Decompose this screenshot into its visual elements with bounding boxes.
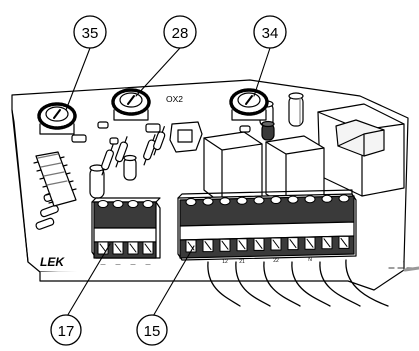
brand-logo: LEK	[40, 255, 65, 269]
large-screw	[202, 197, 214, 206]
potentiometer-right	[229, 88, 269, 121]
callout-17-label: 17	[58, 323, 75, 340]
small-terminal-label: —	[101, 262, 106, 268]
callout-15: 15	[136, 314, 168, 346]
callout-15-label: 15	[144, 323, 161, 340]
terminal-small-slots	[97, 241, 154, 255]
terminal-large-slots	[185, 235, 350, 253]
large-slot-mark	[289, 239, 297, 249]
large-slot-mark	[255, 239, 263, 249]
small-screw	[112, 200, 124, 208]
large-screw	[304, 195, 316, 204]
large-screw	[253, 196, 265, 205]
large-slot-mark	[340, 237, 348, 247]
large-screw	[236, 196, 248, 205]
large-screw	[185, 198, 197, 206]
small-slot-mark	[114, 243, 122, 253]
large-terminal-label: 21	[239, 259, 245, 265]
small-components	[71, 121, 251, 145]
small-screw	[127, 200, 139, 208]
ic-chip	[33, 151, 77, 207]
large-screw	[338, 194, 350, 203]
terminal-large-labels: 12 21 22 N	[222, 257, 312, 265]
large-screw	[219, 197, 231, 206]
large-slot-mark	[272, 239, 280, 249]
leader-lines	[65, 47, 271, 319]
large-terminal-label: 12	[222, 259, 228, 265]
potentiometer-middle	[111, 88, 151, 121]
small-slot-mark	[144, 243, 152, 253]
large-screw	[270, 196, 282, 204]
small-terminal-label: —	[146, 262, 151, 268]
callout-17: 17	[50, 314, 82, 346]
small-terminal-label: —	[131, 262, 136, 268]
large-screw	[287, 195, 299, 204]
small-screw	[97, 200, 109, 208]
callout-34: 34	[253, 15, 287, 49]
transistor	[169, 121, 203, 153]
large-slot-mark	[323, 238, 331, 248]
large-slot-mark	[221, 240, 229, 250]
capacitor-front	[89, 164, 105, 199]
connected-wires	[207, 259, 389, 307]
capacitor-mid	[123, 154, 137, 181]
capacitor-tall	[288, 92, 304, 127]
capacitor-dark	[261, 120, 275, 141]
terminal-small-screws	[97, 200, 154, 208]
small-slot-mark	[129, 243, 137, 253]
large-slot-mark	[204, 241, 212, 251]
small-terminal-label: —	[116, 262, 121, 268]
terminal-block-large	[177, 189, 357, 261]
large-screw	[321, 194, 333, 203]
large-terminal-label: 22	[273, 258, 279, 264]
large-slot-mark	[238, 240, 246, 250]
terminal-small-labels: — — — —	[101, 262, 151, 268]
potentiometer-left	[37, 102, 77, 135]
transformer	[317, 103, 405, 197]
small-slot-mark	[99, 243, 107, 253]
terminal-block-small	[91, 197, 161, 259]
large-terminal-label: N	[308, 257, 312, 263]
callout-35-label: 35	[82, 25, 99, 42]
terminal-large-screws	[185, 194, 350, 206]
small-screw	[142, 200, 154, 208]
callout-28: 28	[163, 15, 197, 49]
callout-35: 35	[73, 15, 107, 49]
callout-28-label: 28	[172, 25, 189, 42]
callout-34-label: 34	[262, 25, 279, 42]
board-marking: OX2	[166, 94, 183, 104]
large-slot-mark	[306, 238, 314, 248]
